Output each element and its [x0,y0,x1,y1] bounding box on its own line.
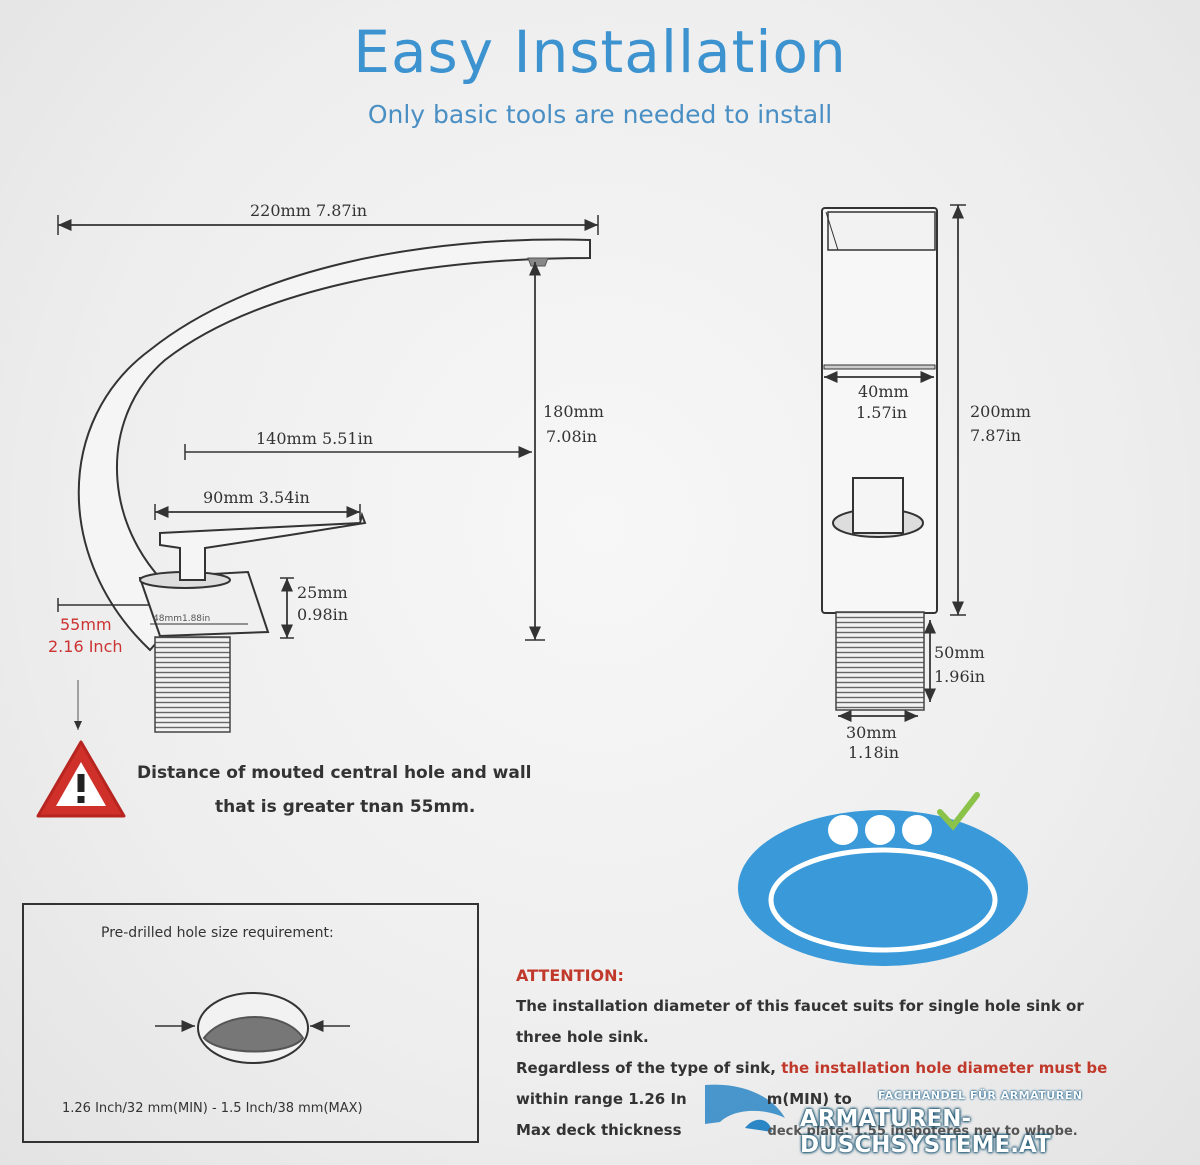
watermark-tagline: FACHHANDEL FÜR ARMATUREN [878,1089,1083,1102]
attention-line-5-end: deck plate: 1.55 inepoteres ney to whobe… [767,1124,1078,1139]
page-subtitle: Only basic tools are needed to install [367,100,833,129]
attention-line-4-start: within range 1.26 In [516,1090,687,1108]
front-height-mm-label: 200mm [970,402,1031,421]
front-width-in-label: 1.57in [856,403,908,422]
attention-line-2: three hole sink. [516,1028,649,1046]
height-mm-label: 180mm [543,402,604,421]
hole-requirement-title: Pre-drilled hole size requirement: [101,925,334,941]
base-width-label: 48mm1.88in [153,614,211,624]
attention-title: ATTENTION: [516,966,624,985]
warning-line-1: Distance of mouted central hole and wall [137,763,532,783]
warning-triangle-icon [36,740,126,818]
side-view-faucet [77,238,591,733]
watermark-site-name: ARMATUREN-DUSCHSYSTEME.AT [800,1106,1051,1158]
page-title: Easy Installation [353,18,847,86]
attention-line-3-highlight: the installation hole diameter must be [781,1059,1108,1077]
attention-line-3: Regardless of the type of sink, the inst… [516,1053,1107,1084]
reach-dimension-label: 140mm 5.51in [256,429,374,448]
hole-size-range: 1.26 Inch/32 mm(MIN) - 1.5 Inch/38 mm(MA… [62,1101,363,1116]
side-view-dimension-lines [57,215,599,730]
sink-illustration [738,792,1028,966]
front-width-mm-label: 40mm [858,382,909,401]
attention-line-5: Max deck thickness deck plate: 1.55 inepo… [516,1115,1078,1147]
wall-distance-in-label: 2.16 Inch [48,637,123,656]
attention-line-5-start: Max deck thickness [516,1121,682,1139]
attention-line-1: The installation diameter of this faucet… [516,997,1084,1015]
attention-line-4-end: m(MIN) to [766,1090,852,1108]
attention-line-4: within range 1.26 In m(MIN) to [516,1084,852,1115]
thread-length-mm-label: 50mm [934,643,985,662]
wall-distance-mm-label: 55mm [60,615,112,634]
warning-line-2: that is greater tnan 55mm. [215,797,476,817]
thread-diameter-in-label: 1.18in [848,743,900,762]
hole-requirement-box [22,903,479,1143]
attention-line-3-start: Regardless of the type of sink, [516,1059,782,1077]
handle-dimension-label: 90mm 3.54in [203,488,310,507]
watermark-logo [705,1084,785,1132]
thread-length-in-label: 1.96in [934,667,986,686]
hole-illustration [155,992,350,1064]
base-height-mm-label: 25mm [297,583,348,602]
front-view-dimension-lines [824,204,966,722]
thread-diameter-mm-label: 30mm [846,723,897,742]
height-in-label: 7.08in [546,427,598,446]
front-view-faucet [821,207,938,711]
base-height-in-label: 0.98in [297,605,349,624]
front-height-in-label: 7.87in [970,426,1022,445]
width-dimension-label: 220mm 7.87in [250,201,368,220]
